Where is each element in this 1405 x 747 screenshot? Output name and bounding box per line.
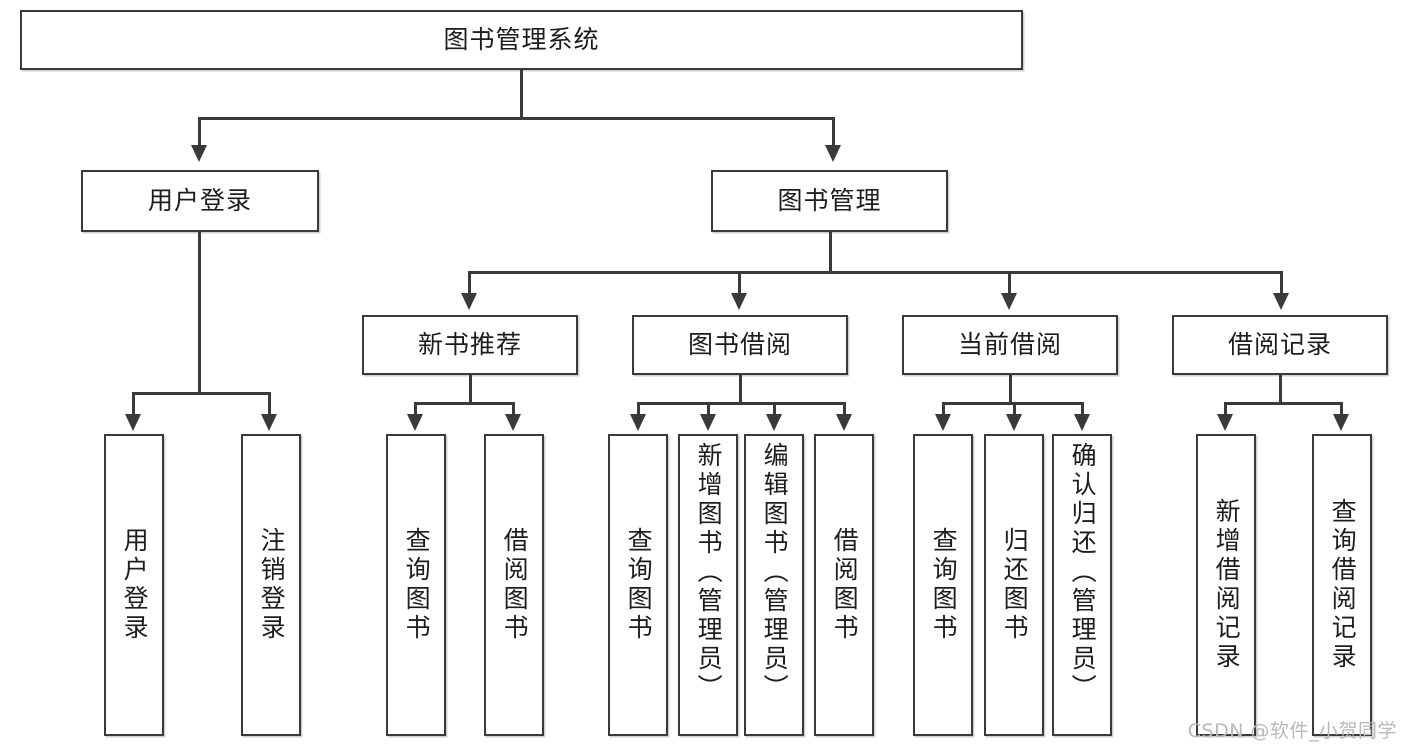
connector-borrow-bus	[637, 402, 845, 405]
connector-root-bus	[198, 117, 834, 120]
connector-bookmanage-drop-1	[468, 271, 471, 293]
arrowhead-leaf-user-login	[125, 414, 141, 431]
arrowhead-leaf-current-return	[1006, 414, 1022, 431]
leaf-current-query-book[interactable]: 查询图书	[913, 434, 973, 736]
node-root-system[interactable]: 图书管理系统	[20, 10, 1023, 70]
connector-recommend-stem	[469, 375, 472, 403]
connector-recommend-drop-2	[512, 402, 515, 414]
leaf-record-query-borrow-record[interactable]: 查询借阅记录	[1312, 434, 1372, 736]
leaf-logout-login[interactable]: 注销登录	[241, 434, 301, 736]
leaf-current-confirm-return-admin[interactable]: 确认归还（管理员）	[1052, 434, 1112, 736]
arrowhead-leaf-borrow-lend	[836, 414, 852, 431]
connector-userlogin-stem	[198, 232, 201, 393]
connector-userlogin-drop-1	[132, 392, 135, 414]
arrowhead-book-manage	[825, 145, 841, 162]
leaf-recommend-query-book[interactable]: 查询图书	[386, 434, 446, 736]
node-label: 注销登录	[257, 527, 287, 643]
node-label: 图书管理	[777, 186, 882, 216]
node-label: 新增借阅记录	[1212, 498, 1242, 672]
node-label: 新增图书（管理员）	[694, 442, 724, 703]
node-label: 归还图书	[1000, 527, 1030, 643]
connector-recommend-drop-1	[414, 402, 417, 414]
node-label: 查询借阅记录	[1328, 498, 1358, 672]
arrowhead-current-borrow	[1001, 293, 1017, 310]
connector-root-drop-left	[198, 117, 201, 145]
node-new-book-recommend[interactable]: 新书推荐	[362, 315, 578, 375]
node-label: 查询图书	[624, 527, 654, 643]
leaf-borrow-edit-book-admin[interactable]: 编辑图书（管理员）	[744, 434, 804, 736]
connector-record-bus	[1224, 402, 1342, 405]
node-label: 图书管理系统	[443, 25, 600, 55]
arrowhead-leaf-current-query	[935, 414, 951, 431]
connector-bookmanage-drop-3	[1008, 271, 1011, 293]
node-label: 编辑图书（管理员）	[760, 442, 790, 703]
node-label: 用户登录	[120, 527, 150, 643]
node-book-borrow[interactable]: 图书借阅	[632, 315, 848, 375]
leaf-borrow-lend-book[interactable]: 借阅图书	[814, 434, 874, 736]
arrowhead-leaf-recommend-query	[407, 414, 423, 431]
node-label: 查询图书	[402, 527, 432, 643]
arrowhead-new-book-recommend	[461, 293, 477, 310]
node-label: 图书借阅	[687, 330, 792, 360]
connector-current-drop-1	[942, 402, 945, 414]
arrowhead-leaf-record-add	[1217, 414, 1233, 431]
node-label: 借阅图书	[500, 527, 530, 643]
arrowhead-leaf-recommend-borrow	[505, 414, 521, 431]
arrowhead-leaf-logout-login	[261, 414, 277, 431]
connector-borrow-drop-1	[637, 402, 640, 414]
connector-current-bus	[942, 402, 1083, 405]
connector-record-drop-1	[1224, 402, 1227, 414]
connector-recommend-bus	[414, 402, 514, 405]
leaf-record-add-borrow-record[interactable]: 新增借阅记录	[1196, 434, 1256, 736]
connector-record-drop-2	[1340, 402, 1343, 414]
connector-bookmanage-drop-2	[738, 271, 741, 293]
node-user-login[interactable]: 用户登录	[81, 170, 319, 232]
node-label: 确认归还（管理员）	[1068, 442, 1098, 703]
connector-current-drop-2	[1013, 402, 1016, 414]
connector-bookmanage-bus	[468, 271, 1282, 274]
arrowhead-book-borrow	[731, 293, 747, 310]
node-current-borrow[interactable]: 当前借阅	[902, 315, 1118, 375]
connector-borrow-drop-2	[707, 402, 710, 414]
connector-root-drop-right	[832, 117, 835, 145]
watermark-text: CSDN @软件_小贺同学	[1187, 720, 1397, 742]
connector-bookmanage-stem	[829, 232, 832, 272]
arrowhead-leaf-current-confirm	[1074, 414, 1090, 431]
leaf-user-login[interactable]: 用户登录	[104, 434, 164, 736]
node-book-manage[interactable]: 图书管理	[711, 170, 948, 232]
connector-current-drop-3	[1081, 402, 1084, 414]
arrowhead-user-login	[191, 145, 207, 162]
connector-userlogin-drop-2	[268, 392, 271, 414]
node-borrow-record[interactable]: 借阅记录	[1172, 315, 1388, 375]
connector-record-stem	[1279, 375, 1282, 403]
leaf-recommend-borrow-book[interactable]: 借阅图书	[484, 434, 544, 736]
arrowhead-leaf-borrow-query	[630, 414, 646, 431]
node-label: 当前借阅	[957, 330, 1062, 360]
leaf-current-return-book[interactable]: 归还图书	[984, 434, 1044, 736]
node-label: 借阅记录	[1227, 330, 1332, 360]
arrowhead-leaf-record-query	[1333, 414, 1349, 431]
connector-bookmanage-drop-4	[1280, 271, 1283, 293]
leaf-borrow-add-book-admin[interactable]: 新增图书（管理员）	[678, 434, 738, 736]
node-label: 用户登录	[147, 186, 252, 216]
connector-current-stem	[1009, 375, 1012, 403]
connector-borrow-drop-4	[843, 402, 846, 414]
arrowhead-borrow-record	[1273, 293, 1289, 310]
connector-borrow-stem	[739, 375, 742, 403]
arrowhead-leaf-borrow-add	[700, 414, 716, 431]
connector-userlogin-bus	[132, 392, 270, 395]
leaf-borrow-query-book[interactable]: 查询图书	[608, 434, 668, 736]
connector-borrow-drop-3	[773, 402, 776, 414]
connector-root-stem	[520, 70, 523, 118]
arrowhead-leaf-borrow-edit	[766, 414, 782, 431]
node-label: 查询图书	[929, 527, 959, 643]
node-label: 新书推荐	[417, 330, 522, 360]
node-label: 借阅图书	[830, 527, 860, 643]
